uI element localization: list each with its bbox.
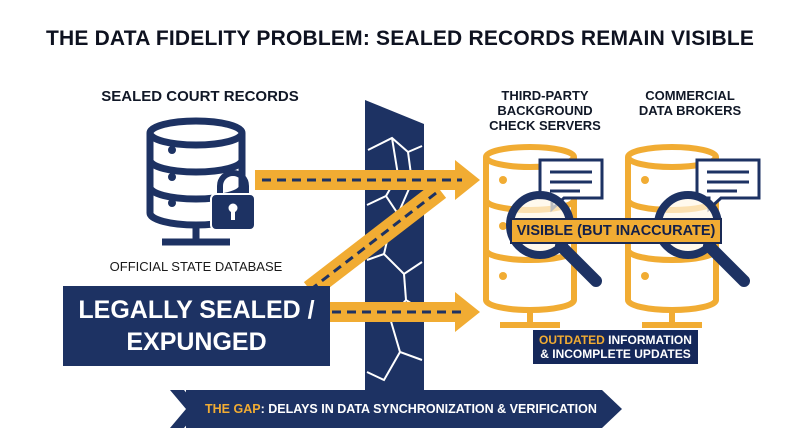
database-indicator-dots bbox=[168, 146, 176, 207]
padlock-icon bbox=[210, 170, 256, 231]
servers-heading-line: THIRD-PARTY bbox=[501, 88, 589, 103]
gap-rest: : DELAYS IN DATA SYNCHRONIZATION & VERIF… bbox=[260, 402, 597, 416]
outdated-info-badge: OUTDATED INFORMATION & INCOMPLETE UPDATE… bbox=[533, 330, 698, 364]
gap-highlight: THE GAP bbox=[205, 402, 261, 416]
diagonal-data-arrow bbox=[303, 182, 447, 298]
gap-banner-text: THE GAP: DELAYS IN DATA SYNCHRONIZATION … bbox=[205, 402, 597, 416]
sealed-banner-line: LEGALLY SEALED / bbox=[78, 296, 315, 324]
legally-sealed-banner: LEGALLY SEALED / EXPUNGED bbox=[63, 286, 330, 366]
outdated-line: & INCOMPLETE UPDATES bbox=[540, 347, 691, 361]
gap-banner-arrow bbox=[170, 390, 622, 428]
lower-data-arrow bbox=[325, 292, 480, 332]
server-indicator-dots bbox=[499, 176, 507, 280]
page-title: THE DATA FIDELITY PROBLEM: SEALED RECORD… bbox=[45, 27, 755, 50]
outdated-line: OUTDATED INFORMATION bbox=[533, 333, 698, 347]
sealed-records-heading: SEALED COURT RECORDS bbox=[101, 88, 299, 105]
servers-heading: THIRD-PARTY BACKGROUND CHECK SERVERS bbox=[470, 88, 620, 133]
servers-heading-line: CHECK SERVERS bbox=[489, 118, 601, 133]
outdated-highlight: OUTDATED bbox=[539, 333, 605, 347]
servers-heading-line: BACKGROUND bbox=[497, 103, 593, 118]
firewall-icon bbox=[365, 100, 424, 424]
brokers-heading: COMMERCIAL DATA BROKERS bbox=[615, 88, 765, 118]
brokers-heading-line: COMMERCIAL bbox=[645, 88, 735, 103]
brokers-heading-line: DATA BROKERS bbox=[638, 103, 742, 118]
upper-data-arrow bbox=[255, 160, 480, 200]
outdated-rest: INFORMATION bbox=[604, 333, 692, 347]
sealed-banner-line: EXPUNGED bbox=[126, 328, 267, 356]
visible-label: VISIBLE (BUT INACCURATE) bbox=[510, 218, 722, 244]
database-caption: OFFICIAL STATE DATABASE bbox=[109, 259, 283, 274]
